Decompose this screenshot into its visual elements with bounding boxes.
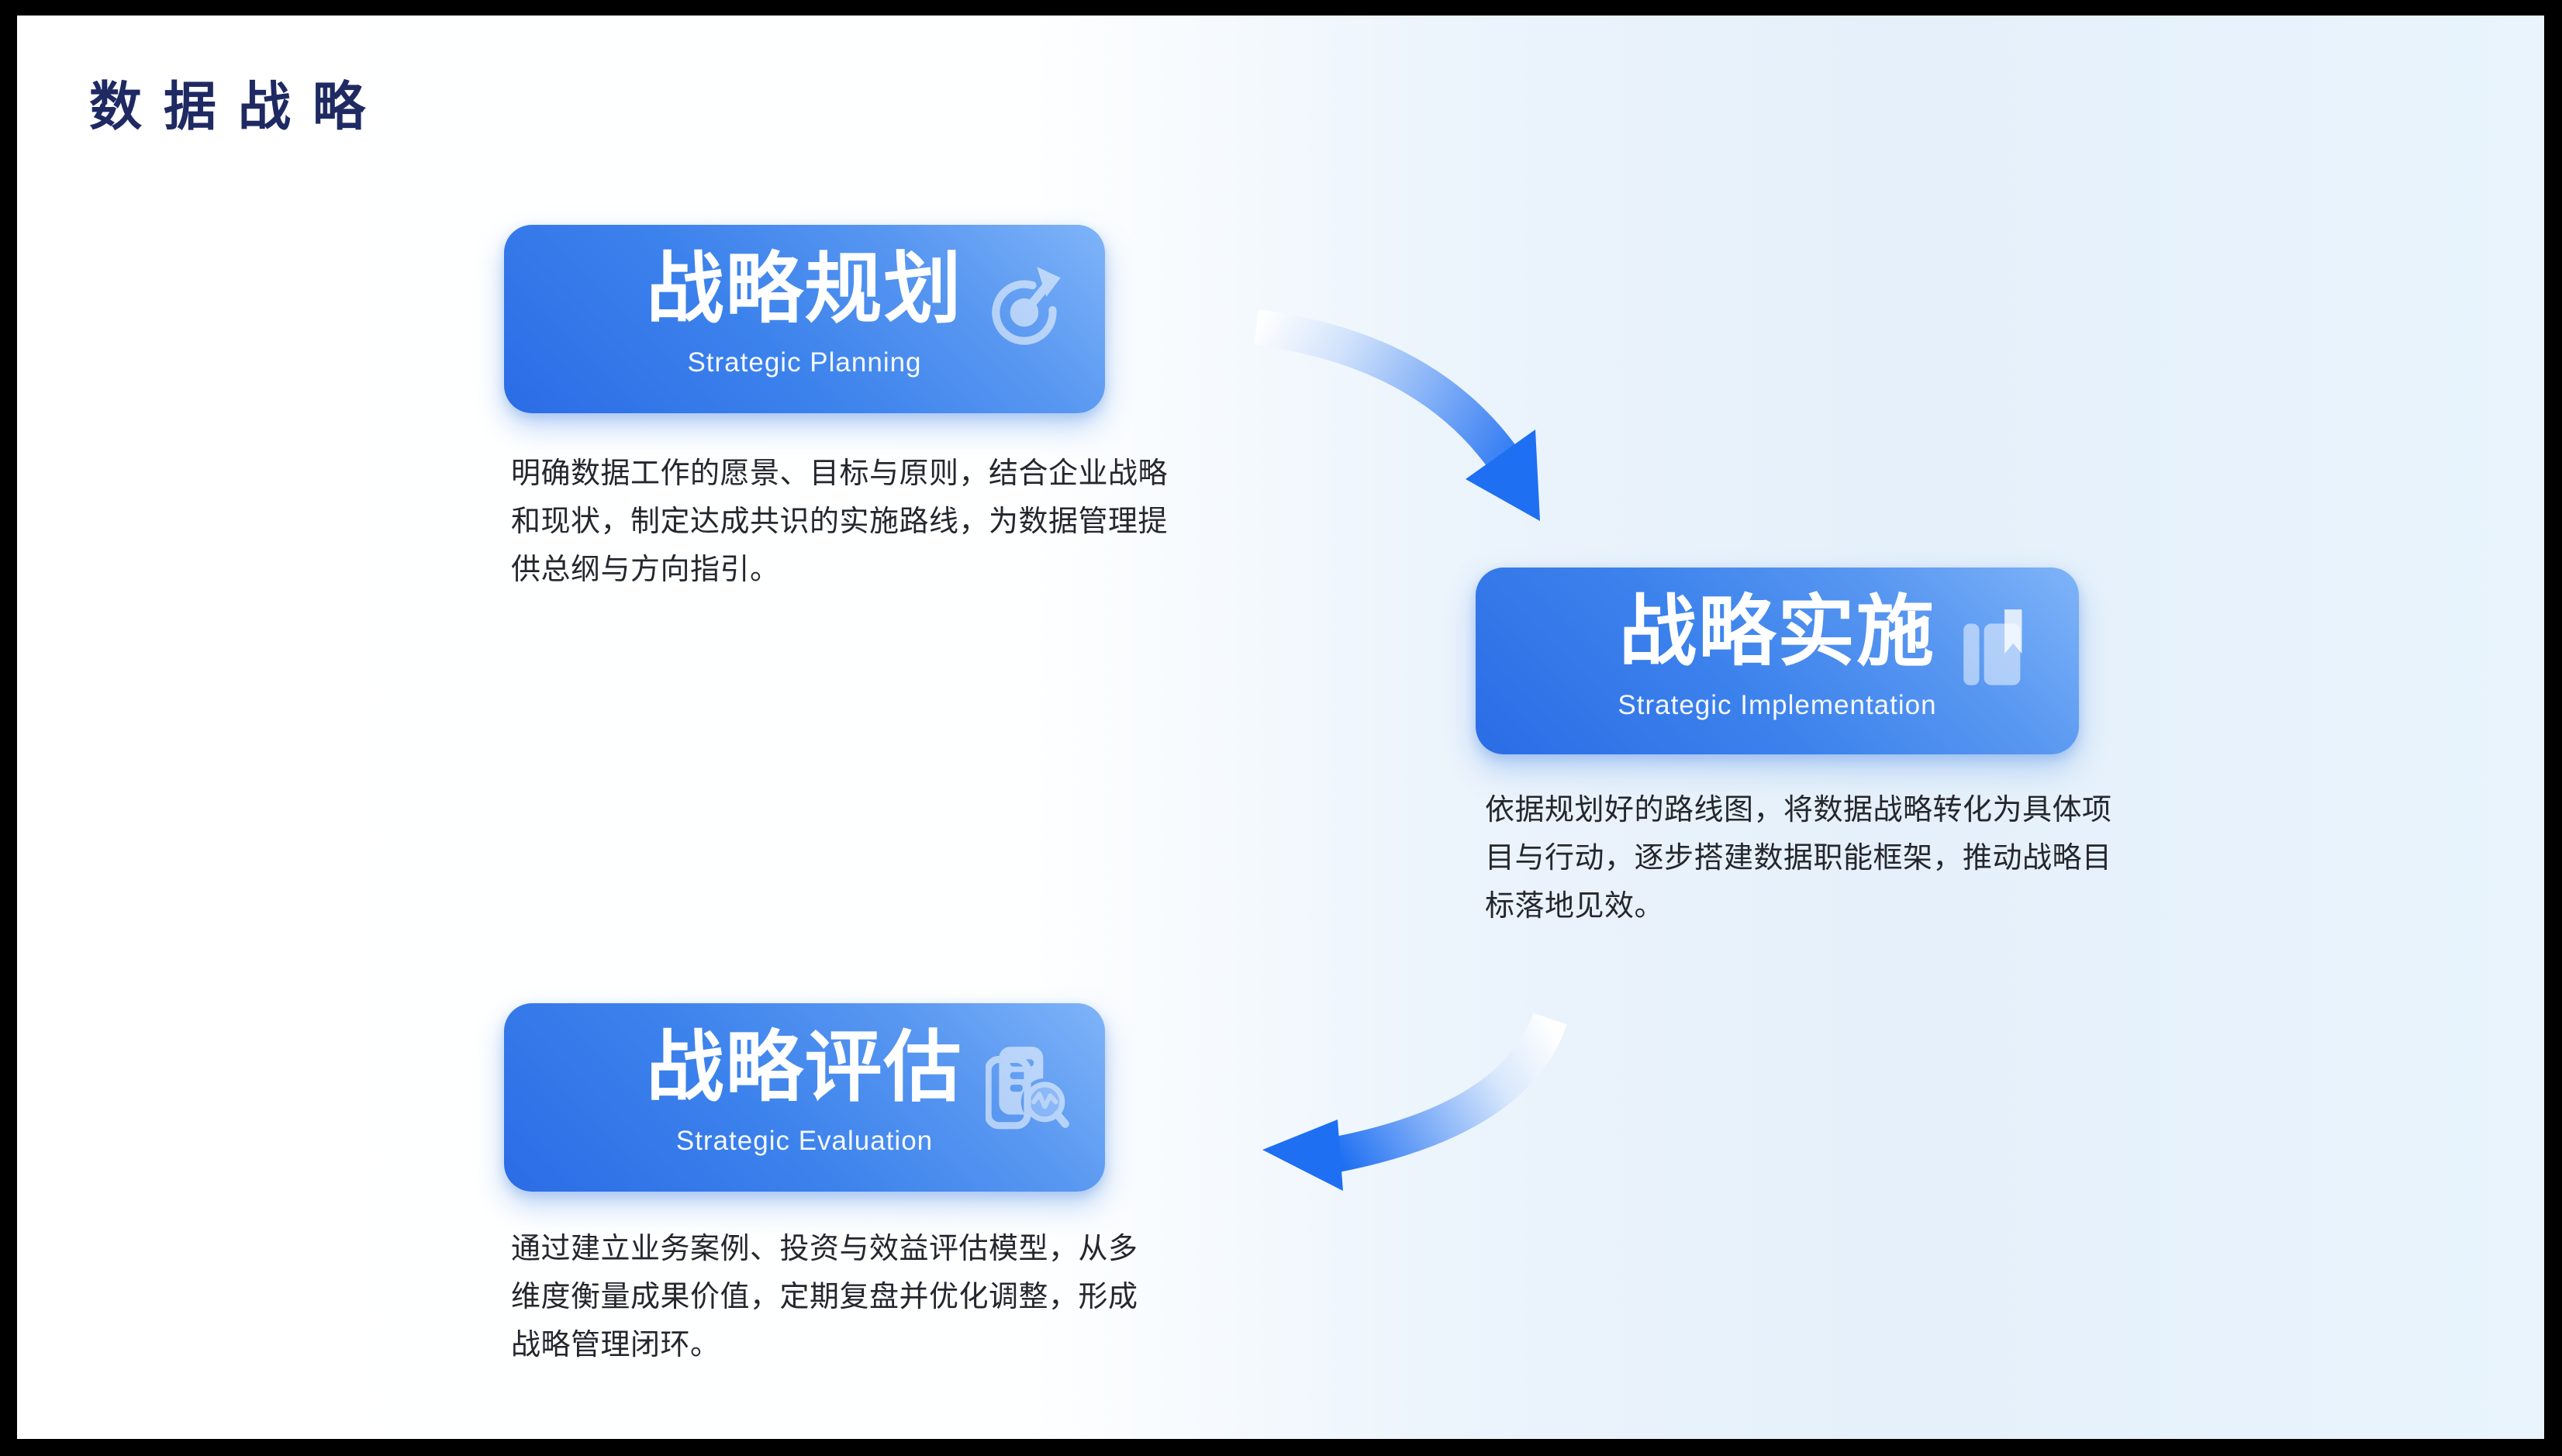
desc-line: 和现状，制定达成共识的实施路线，为数据管理提 (511, 505, 1169, 538)
desc-line: 通过建立业务案例、投资与效益评估模型，从多 (511, 1233, 1138, 1265)
card-strategic-implementation: 战略实施 Strategic Implementation (1476, 568, 2079, 754)
desc-line: 标落地见效。 (1485, 890, 1665, 923)
desc-line: 明确数据工作的愿景、目标与原则，结合企业战略 (511, 457, 1169, 490)
card-title-en: Strategic Implementation (1618, 690, 1937, 720)
card-strategic-planning: 战略规划 Strategic Planning (504, 225, 1105, 413)
arrow-planning-to-implementation (1254, 309, 1540, 521)
card-title-en: Strategic Planning (687, 347, 922, 378)
card-title-en: Strategic Evaluation (675, 1126, 934, 1156)
target-dart-icon (992, 267, 1061, 345)
book-bookmark-icon (1963, 609, 2022, 685)
card-strategic-evaluation: 战略评估 Strategic Evaluation (504, 1003, 1105, 1192)
arrow-implementation-to-evaluation (1262, 1012, 1567, 1191)
card-description-implementation: 依据规划好的路线图，将数据战略转化为具体项 目与行动，逐步搭建数据职能框架，推动… (1485, 786, 2152, 930)
desc-line: 依据规划好的路线图，将数据战略转化为具体项 (1485, 794, 2112, 826)
card-description-evaluation: 通过建立业务案例、投资与效益评估模型，从多 维度衡量成果价值，定期复盘并优化调整… (511, 1225, 1178, 1369)
card-title-zh: 战略规划 (646, 246, 963, 333)
page-title: 数据战略 (89, 78, 388, 136)
desc-line: 维度衡量成果价值，定期复盘并优化调整，形成 (511, 1281, 1138, 1313)
desc-line: 供总纲与方向指引。 (511, 554, 780, 586)
document-search-icon (986, 1039, 1069, 1133)
desc-line: 目与行动，逐步搭建数据职能框架，推动战略目 (1485, 842, 2112, 875)
slide-canvas: 数据战略 战略规划 Strategic Planning 战略实施 Strate… (17, 16, 2544, 1439)
card-title-zh: 战略评估 (646, 1024, 963, 1111)
card-description-planning: 明确数据工作的愿景、目标与原则，结合企业战略 和现状，制定达成共识的实施路线，为… (511, 450, 1178, 594)
card-title-zh: 战略实施 (1619, 588, 1935, 675)
desc-line: 战略管理闭环。 (511, 1329, 720, 1361)
